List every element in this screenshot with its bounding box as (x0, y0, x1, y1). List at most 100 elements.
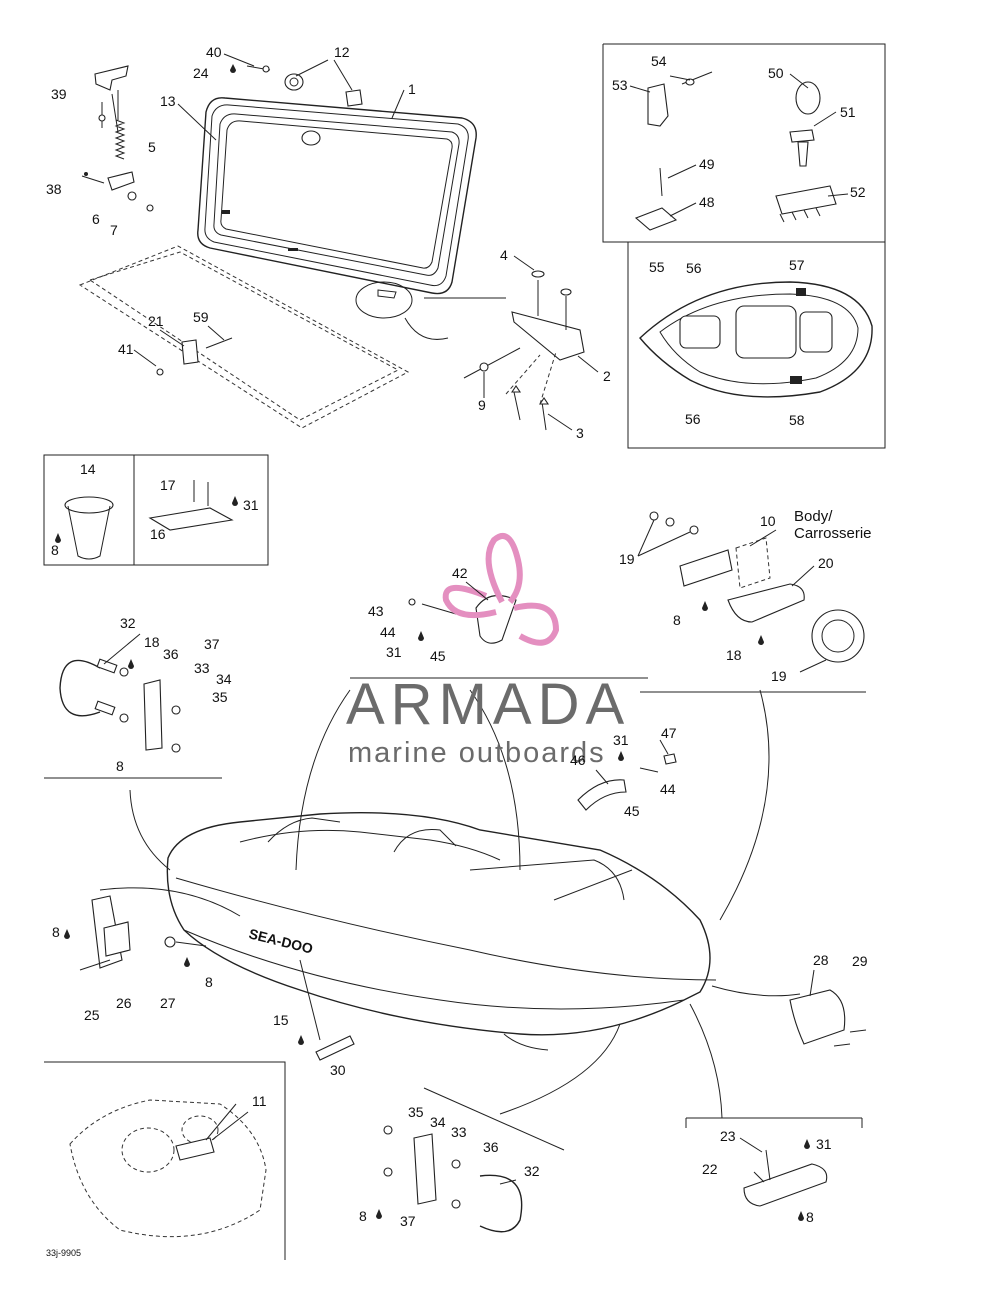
callout-48: 48 (699, 194, 715, 210)
callout-56: 56 (685, 411, 701, 427)
drawing-code: 33j-9905 (46, 1248, 81, 1258)
callout-31: 31 (386, 644, 402, 660)
callout-7: 7 (110, 222, 118, 238)
inset-parts-50-51 (789, 81, 821, 167)
handle-46 (577, 753, 677, 811)
watermark-tagline: marine outboards (348, 737, 606, 769)
top-fasteners (230, 64, 363, 107)
callout-55: 55 (649, 259, 665, 275)
callout-8: 8 (51, 542, 59, 558)
watermark-brand: ARMADA (346, 672, 630, 737)
hull: SEA-DOO (166, 812, 717, 1051)
body-plate-assembly (649, 511, 865, 663)
callout-22: 22 (702, 1161, 718, 1177)
callout-45: 45 (430, 648, 446, 664)
callout-1: 1 (408, 81, 416, 97)
watermark: ARMADA marine outboards (346, 533, 630, 769)
callout-44: 44 (380, 624, 396, 640)
hatch-lid (197, 97, 477, 299)
callout-25: 25 (84, 1007, 100, 1023)
callout-23: 23 (720, 1128, 736, 1144)
callout-3: 3 (576, 425, 584, 441)
callout-13: 13 (160, 93, 176, 109)
body-label-line2: Carrosserie (794, 525, 872, 542)
callout-24: 24 (193, 65, 209, 81)
callout-57: 57 (789, 257, 805, 273)
callout-41: 41 (118, 341, 134, 357)
hinge-bracket (463, 270, 585, 431)
callout-30: 30 (330, 1062, 346, 1078)
leader-lines (44, 297, 866, 1119)
callout-8: 8 (116, 758, 124, 774)
callout-50: 50 (768, 65, 784, 81)
callout-19: 19 (771, 668, 787, 684)
callout-39: 39 (51, 86, 67, 102)
grab-handle-bottom (383, 1087, 565, 1233)
callout-2: 2 (603, 368, 611, 384)
callout-leaders (103, 53, 849, 1185)
callout-58: 58 (789, 412, 805, 428)
callout-34: 34 (430, 1114, 446, 1130)
inset-parts-48-49 (634, 167, 678, 231)
rod-30 (315, 1035, 355, 1061)
bracket-28 (789, 989, 867, 1047)
callout-35: 35 (408, 1104, 424, 1120)
callout-8: 8 (806, 1209, 814, 1225)
callout-18: 18 (144, 634, 160, 650)
callout-45: 45 (624, 803, 640, 819)
latch-plate (156, 337, 233, 376)
inset-parts-53-54 (647, 71, 713, 127)
callout-11: 11 (252, 1093, 267, 1109)
callout-49: 49 (699, 156, 715, 172)
callout-31: 31 (613, 732, 629, 748)
inset-boat-top-view (639, 281, 873, 398)
callout-51: 51 (840, 104, 856, 120)
rear-parts (79, 895, 207, 971)
callout-37: 37 (400, 1213, 416, 1229)
callout-31: 31 (816, 1136, 832, 1152)
callout-47: 47 (661, 725, 677, 741)
callout-26: 26 (116, 995, 132, 1011)
callout-34: 34 (216, 671, 232, 687)
callout-52: 52 (850, 184, 866, 200)
callout-10: 10 (760, 513, 776, 529)
callout-5: 5 (148, 139, 156, 155)
callout-36: 36 (163, 646, 179, 662)
callout-42: 42 (452, 565, 468, 581)
callout-59: 59 (193, 309, 209, 325)
drop-markers (55, 496, 810, 1221)
callout-8: 8 (205, 974, 213, 990)
callout-8: 8 (359, 1208, 367, 1224)
body-label-line1: Body/ (794, 508, 833, 525)
callout-14: 14 (80, 461, 96, 477)
inset-top-right (602, 43, 886, 449)
callout-12: 12 (334, 44, 350, 60)
callout-56: 56 (686, 260, 702, 276)
callout-27: 27 (160, 995, 176, 1011)
inset-cup-holder (43, 454, 269, 566)
callout-43: 43 (368, 603, 384, 619)
cup-holder (64, 480, 234, 560)
callout-54: 54 (651, 53, 667, 69)
callout-46: 46 (570, 752, 586, 768)
callout-21: 21 (148, 313, 164, 329)
grab-handle-left (59, 658, 181, 753)
callout-32: 32 (524, 1163, 540, 1179)
inset-part-52 (775, 185, 837, 223)
callout-17: 17 (160, 477, 176, 493)
callout-37: 37 (204, 636, 220, 652)
callout-16: 16 (150, 526, 166, 542)
callout-28: 28 (813, 952, 829, 968)
hatch-seal (78, 245, 449, 429)
callout-8: 8 (673, 612, 681, 628)
callout-19: 19 (619, 551, 635, 567)
callout-36: 36 (483, 1139, 499, 1155)
callout-6: 6 (92, 211, 100, 227)
callout-35: 35 (212, 689, 228, 705)
callout-29: 29 (852, 953, 868, 969)
propeller-logo (442, 533, 560, 646)
callout-4: 4 (500, 247, 508, 263)
callout-9: 9 (478, 397, 486, 413)
callout-31: 31 (243, 497, 259, 513)
callouts: 1 2 3 4 5 6 7 8 8 8 8 8 8 8 9 10 11 12 1… (46, 44, 868, 1229)
